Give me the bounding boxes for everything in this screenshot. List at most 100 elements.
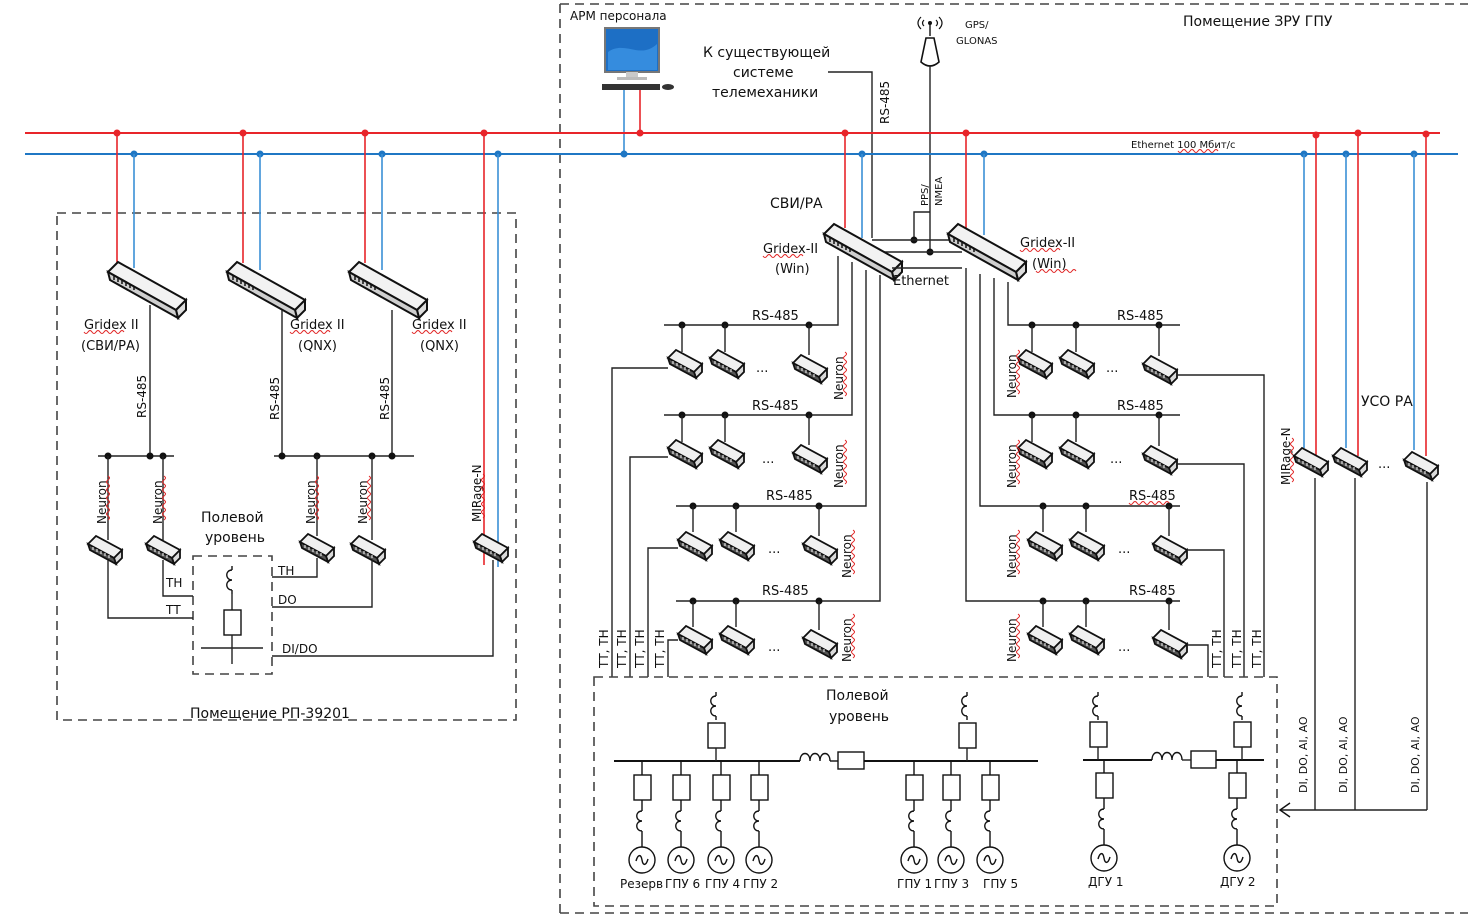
current-transformer-icon	[908, 806, 915, 836]
arrow-to-field-icon	[1278, 802, 1291, 818]
neuron-zru-right-4c[interactable]	[1152, 629, 1188, 659]
ellipsis: ...	[1118, 640, 1130, 655]
rp-room-title: Помещение РП-39201	[190, 706, 350, 722]
uso-ra-module-3[interactable]	[1403, 451, 1439, 481]
generator-icon	[628, 846, 656, 874]
rs485-zru-right-1: RS-485	[1117, 309, 1164, 324]
gridex-win-right-role: (Win)	[1032, 257, 1067, 272]
current-transformer-icon	[715, 806, 722, 836]
neuron-zru-right-1b[interactable]	[1059, 349, 1095, 379]
neuron-zru-right-2c[interactable]	[1142, 445, 1178, 475]
ellipsis: ...	[1118, 542, 1130, 557]
gridex-rp-1[interactable]	[107, 261, 187, 319]
generator-icon	[976, 846, 1004, 874]
current-transformer-icon	[1098, 804, 1105, 834]
uso-ra-module-1[interactable]	[1293, 447, 1329, 477]
gridex-rp-2[interactable]	[226, 261, 306, 319]
zru-right-rows	[1028, 321, 1173, 630]
gridex-rp-3[interactable]	[348, 261, 428, 319]
neuron-zru-left-4c[interactable]	[802, 629, 838, 659]
zru-room-title: Помещение ЗРУ ГПУ	[1183, 14, 1333, 30]
uso-ra-label: УСО РА	[1361, 394, 1413, 410]
telemechanics-link	[828, 71, 873, 238]
tt-th-right-3: ТТ, ТН	[1250, 629, 1264, 669]
generator-feeder: ГПУ 1	[897, 761, 932, 891]
neuron-zru-left-2c[interactable]	[792, 444, 828, 474]
generator-icon	[1090, 844, 1118, 872]
generator-label: ГПУ 6	[665, 877, 700, 891]
neuron-zru-right-3a[interactable]	[1027, 531, 1063, 561]
gridex-rp-2-role: (QNX)	[298, 339, 337, 354]
rs485-zru-left-3: RS-485	[766, 489, 813, 504]
neuron-zru-right-1c[interactable]	[1142, 355, 1178, 385]
ellipsis: ...	[1378, 457, 1390, 472]
generator-label: ГПУ 5	[983, 877, 1018, 891]
neuron-zru-left-2-label: Neuron	[832, 444, 846, 488]
mirage-rp[interactable]	[473, 533, 509, 563]
neuron-zru-left-1b[interactable]	[709, 349, 745, 379]
gridex-win-left-role: (Win)	[775, 262, 810, 277]
tt-th-left-1: ТТ, ТН	[597, 629, 611, 669]
ellipsis: ...	[756, 361, 768, 376]
rp-tt-left: ТТ	[165, 603, 181, 617]
single-line-diagram	[614, 691, 1038, 770]
neuron-zru-left-3a[interactable]	[677, 531, 713, 561]
neuron-zru-right-3-label: Neuron	[1005, 534, 1019, 578]
neuron-zru-right-1a[interactable]	[1017, 349, 1053, 379]
dgu-single-line	[1083, 691, 1264, 769]
generator-feeder: Резерв	[620, 761, 663, 891]
generator-label: ГПУ 3	[934, 877, 969, 891]
neuron-zru-left-1c[interactable]	[792, 354, 828, 384]
neuron-zru-left-3b[interactable]	[719, 531, 755, 561]
tt-th-left-2: ТТ, ТН	[615, 629, 629, 669]
neuron-rp-3[interactable]	[299, 533, 335, 563]
generator-label: ГПУ 2	[743, 877, 778, 891]
current-transformer-icon	[753, 806, 760, 836]
dido-aiao-3: DI, DO, AI, AO	[1409, 716, 1422, 793]
zru-field-line1: Полевой	[826, 688, 889, 704]
neuron-zru-right-3c[interactable]	[1152, 535, 1188, 565]
rs485-zru-left-4: RS-485	[762, 584, 809, 599]
ellipsis: ...	[762, 452, 774, 467]
telemechanics-line3: телемеханики	[712, 85, 818, 101]
neuron-zru-left-3c[interactable]	[802, 535, 838, 565]
generator-icon	[707, 846, 735, 874]
neuron-rp-2[interactable]	[145, 535, 181, 565]
neuron-zru-right-4a[interactable]	[1027, 625, 1063, 655]
current-transformer-icon	[984, 806, 991, 836]
neuron-zru-right-3b[interactable]	[1069, 531, 1105, 561]
neuron-rp-2-label: Neuron	[151, 480, 165, 524]
neuron-zru-left-1a[interactable]	[667, 349, 703, 379]
neuron-zru-left-3-label: Neuron	[840, 534, 854, 578]
neuron-zru-left-2a[interactable]	[667, 439, 703, 469]
neuron-zru-left-4-label: Neuron	[840, 618, 854, 662]
ellipsis: ...	[768, 640, 780, 655]
workstation-icon[interactable]	[602, 27, 674, 90]
neuron-zru-right-2b[interactable]	[1059, 439, 1095, 469]
neuron-rp-1[interactable]	[87, 535, 123, 565]
uso-ra-module-2[interactable]	[1332, 447, 1368, 477]
gps-antenna-icon	[917, 16, 943, 67]
neuron-zru-left-4b[interactable]	[719, 625, 755, 655]
rs485-rp-3: RS-485	[378, 377, 392, 420]
rs485-zru-right-3: RS-485	[1129, 489, 1176, 504]
neuron-zru-left-2b[interactable]	[709, 439, 745, 469]
tt-th-right-2: ТТ, ТН	[1230, 629, 1244, 669]
diesel-generator-label: ДГУ 1	[1088, 875, 1123, 889]
mirage-rp-label: MIRage-N	[470, 464, 484, 522]
neuron-zru-left-4a[interactable]	[677, 625, 713, 655]
neuron-zru-right-2a[interactable]	[1017, 439, 1053, 469]
rp-dido: DI/DO	[282, 642, 318, 656]
gps-label-line2: GLONAS	[956, 36, 998, 47]
generator-label: ГПУ 1	[897, 877, 932, 891]
rp-field-line2: уровень	[205, 530, 265, 546]
rp-room-border	[56, 212, 517, 721]
neuron-zru-right-4b[interactable]	[1069, 625, 1105, 655]
generator-icon	[745, 846, 773, 874]
generator-icon	[937, 846, 965, 874]
rp-do: DO	[278, 593, 297, 607]
neuron-rp-4[interactable]	[350, 535, 386, 565]
zru-room-border	[559, 3, 1468, 916]
ethernet-link-label: Ethernet	[893, 274, 949, 289]
